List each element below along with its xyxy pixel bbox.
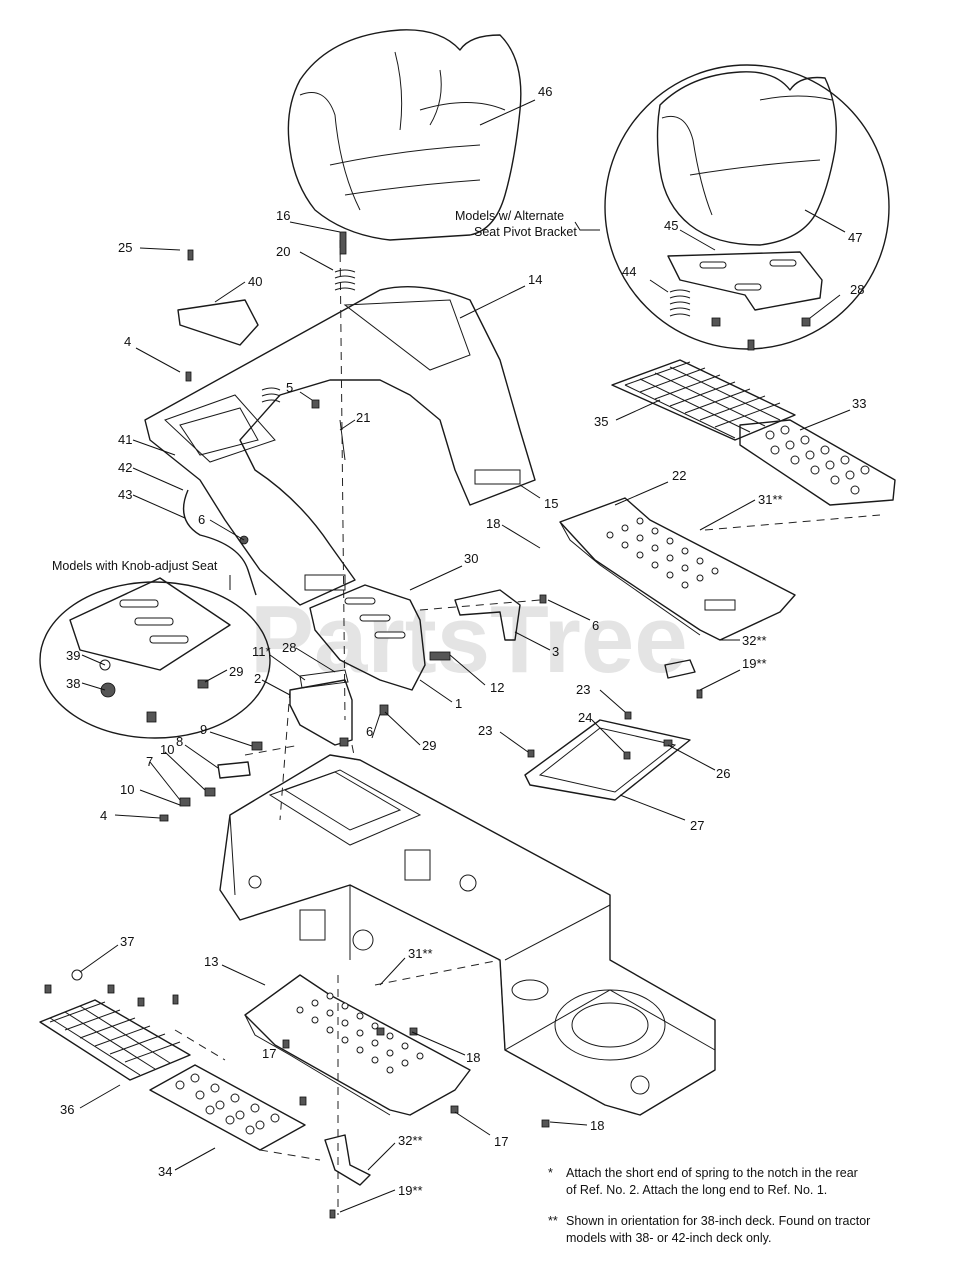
callout-9: 9 [200,722,207,737]
callout-7: 7 [146,754,153,769]
seat-pivot-bracket-30 [309,584,547,691]
callout-32: 32** [398,1133,423,1148]
callout-5: 5 [286,380,293,395]
callout-6: 6 [366,724,373,739]
callout-37: 37 [120,934,134,949]
floor-mat-33 [739,419,896,506]
callout-6: 6 [198,512,205,527]
footrest-35 [611,359,796,441]
footnote-deck: ** Shown in orientation for 38-inch deck.… [548,1213,948,1247]
callout-25: 25 [118,240,132,255]
wire-harness-43 [182,489,257,596]
callout-29: 29 [422,738,436,753]
callout-33: 33 [852,396,866,411]
caption-alternate-bracket-line1: Models w/ Alternate [455,209,564,223]
bracket-32-lower [324,1134,371,1186]
bracket-32-upper [664,659,696,679]
callout-24: 24 [578,710,592,725]
callout-38: 38 [66,676,80,691]
callout-10: 10 [160,742,174,757]
callout-19: 19** [398,1183,423,1198]
callout-34: 34 [158,1164,172,1179]
callout-10: 10 [120,782,134,797]
callout-16: 16 [276,208,290,223]
callout-47: 47 [848,230,862,245]
callout-17: 17 [262,1046,276,1061]
callout-4: 4 [100,808,107,823]
callout-40: 40 [248,274,262,289]
alternate-bracket-inset [604,64,890,351]
callout-44: 44 [622,264,636,279]
callout-45: 45 [664,218,678,233]
callout-42: 42 [118,460,132,475]
footnote-mark: ** [548,1214,558,1228]
leader-lines [79,99,851,1213]
caption-knob-adjust: Models with Knob-adjust Seat [52,559,218,573]
callout-11: 11* [252,644,271,659]
callout-32: 32** [742,633,767,648]
footnote-text: models with 38- or 42-inch deck only. [566,1231,772,1245]
callout-13: 13 [204,954,218,969]
callout-18: 18 [590,1118,604,1133]
callout-20: 20 [276,244,290,259]
callout-18: 18 [486,516,500,531]
callout-4: 4 [124,334,131,349]
callout-22: 22 [672,468,686,483]
callout-46: 46 [538,84,552,99]
callout-18: 18 [466,1050,480,1065]
callout-28: 28 [850,282,864,297]
fender-14 [144,286,536,606]
callout-8: 8 [176,734,183,749]
callout-19: 19** [742,656,767,671]
seat-adjust-bracket-2 [159,669,389,822]
callout-26: 26 [716,766,730,781]
callout-labels: 46 47 45 44 28 16 20 25 40 14 4 5 21 41 … [60,84,866,1198]
footnote-text: Shown in orientation for 38-inch deck. F… [566,1214,871,1228]
callout-12: 12 [490,680,504,695]
watermark: PartsTree [250,586,688,693]
footnote-mark: * [548,1166,553,1180]
callout-39: 39 [66,648,80,663]
callout-36: 36 [60,1102,74,1117]
footrest-36 [39,969,191,1081]
callout-2: 2 [254,671,261,686]
callout-31: 31** [408,946,433,961]
callout-14: 14 [528,272,542,287]
callout-30: 30 [464,551,478,566]
callout-35: 35 [594,414,608,429]
callout-3: 3 [552,644,559,659]
callout-27: 27 [690,818,704,833]
footnote-spring: * Attach the short end of spring to the n… [548,1165,948,1199]
callout-23: 23 [576,682,590,697]
footplate-22 [559,497,796,641]
callout-29: 29 [229,664,243,679]
callout-6: 6 [592,618,599,633]
callout-17: 17 [494,1134,508,1149]
main-frame [219,754,716,1116]
footnote-text: of Ref. No. 2. Attach the long end to Re… [566,1183,828,1197]
panel-27 [524,711,691,801]
callout-23: 23 [478,723,492,738]
hardware-upper [177,231,356,461]
floor-mat-34 [149,1064,306,1151]
callout-21: 21 [356,410,370,425]
callout-43: 43 [118,487,132,502]
caption-alternate-bracket-line2: Seat Pivot Bracket [474,225,577,239]
callout-1: 1 [455,696,462,711]
callout-41: 41 [118,432,132,447]
callout-31: 31** [758,492,783,507]
callout-28: 28 [282,640,296,655]
footplate-13 [244,974,550,1128]
callout-15: 15 [544,496,558,511]
seat-46 [287,29,522,241]
footnote-text: Attach the short end of spring to the no… [566,1166,858,1180]
